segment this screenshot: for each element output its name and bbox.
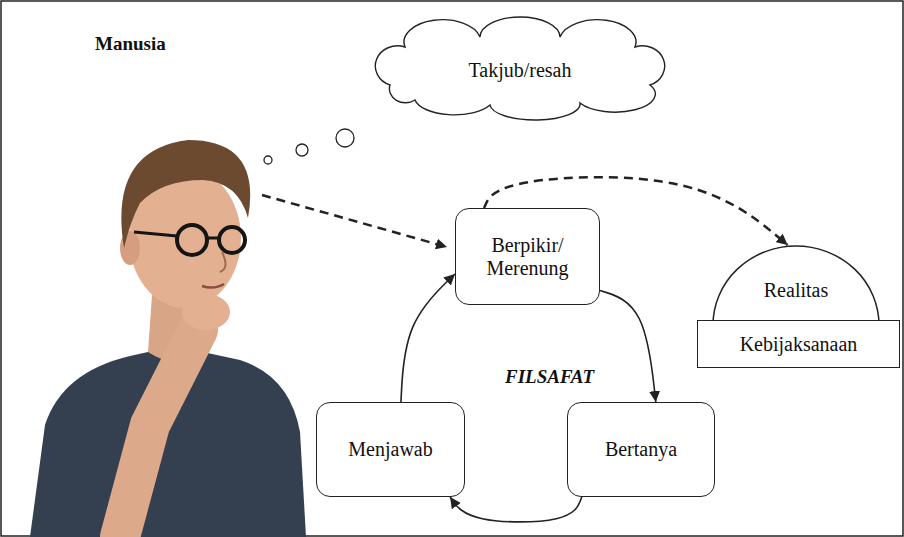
process-box: Bertanya: [567, 402, 715, 497]
node-text: Takjub/resah: [468, 59, 571, 82]
process-box: Menjawab: [316, 402, 465, 497]
node-text: Berpikir/ Merenung: [466, 234, 589, 280]
thought-bubble: [296, 144, 308, 156]
figure-label: Manusia: [95, 33, 166, 55]
node-text: Realitas: [764, 279, 828, 302]
hand: [182, 294, 230, 330]
node-text: Kebijaksanaan: [740, 333, 858, 356]
node-text: Bertanya: [605, 438, 677, 461]
dashed-pointer: [262, 195, 447, 247]
wisdom-box: Kebijaksanaan: [697, 320, 900, 368]
process-box: Berpikir/ Merenung: [455, 208, 600, 305]
cloud-shape: [375, 17, 664, 120]
glasses-frame: [134, 232, 219, 238]
thought-bubble: [264, 156, 272, 164]
cycle-arrow: [450, 497, 582, 522]
dome-shape: [713, 246, 879, 325]
cycle-arrow: [401, 274, 455, 402]
reality-dome: Realitas: [712, 245, 880, 325]
cycle-arrow: [600, 290, 656, 402]
hair: [121, 140, 250, 248]
thought-cloud: Takjub/resah: [360, 15, 680, 125]
thought-bubble: [336, 129, 354, 147]
node-text: Menjawab: [348, 438, 432, 461]
mouth: [202, 284, 224, 288]
glasses: [219, 227, 245, 253]
center-title: FILSAFAT: [505, 366, 594, 388]
arm: [120, 330, 198, 537]
glasses: [177, 225, 207, 255]
nose: [220, 252, 226, 272]
